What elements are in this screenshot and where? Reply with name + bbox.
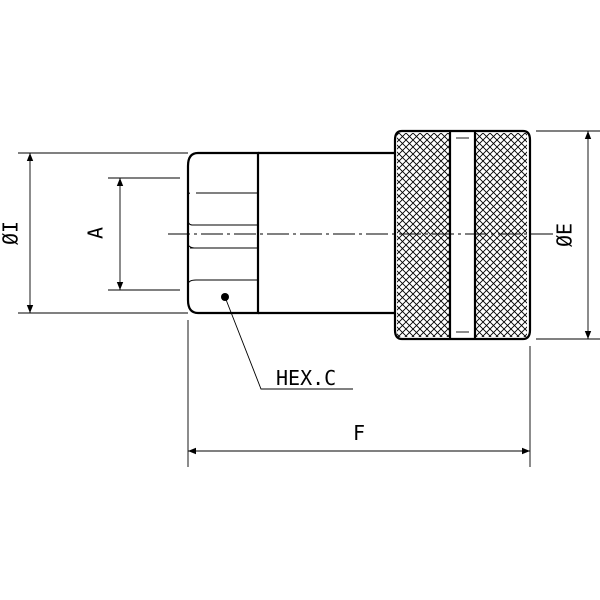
- knurl-band-left: [397, 133, 450, 337]
- label-dia-i: ØI: [0, 221, 23, 245]
- label-f: F: [353, 421, 365, 445]
- label-a: A: [84, 227, 108, 239]
- hex-leader-line: [224, 296, 353, 390]
- knurled-sleeve: [393, 129, 532, 341]
- knurl-band-right: [475, 133, 527, 337]
- hex-nut: [186, 151, 260, 315]
- label-hex: HEX.C: [276, 366, 336, 390]
- body-cylinder: [258, 151, 395, 315]
- label-dia-e: ØE: [553, 223, 577, 247]
